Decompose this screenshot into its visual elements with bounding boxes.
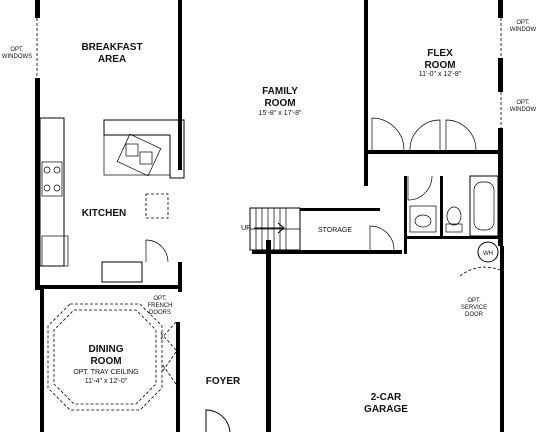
breakfast-label-2: AREA xyxy=(98,54,126,65)
kitchen-fixtures xyxy=(39,117,185,283)
opt-service-door-3: DOOR xyxy=(465,312,484,318)
flex-french-doors xyxy=(371,117,477,151)
optional-windows xyxy=(36,18,502,128)
front-door-swing xyxy=(205,409,231,432)
walls xyxy=(35,0,504,432)
stairs xyxy=(249,207,301,251)
opt-service-door-2: SERVICE xyxy=(461,305,487,311)
dining-dims: 11'-4" x 12'-0" xyxy=(85,378,128,385)
garage-label-1: 2-CAR xyxy=(371,392,402,403)
bath-fixtures xyxy=(407,175,499,237)
opt-window-mid-right-2: WINDOW xyxy=(510,107,537,113)
stair-up-label: UP xyxy=(241,225,251,232)
flex-label-2: ROOM xyxy=(424,60,455,71)
garage-label-2: GARAGE xyxy=(364,404,408,415)
opt-french-doors-3: DOORS xyxy=(149,310,171,316)
opt-windows-left-2: WINDOWS xyxy=(2,54,32,60)
opt-window-mid-right-1: OPT. xyxy=(516,100,530,106)
storage-door xyxy=(369,225,395,251)
family-dims: 15'-8" x 17'-8" xyxy=(258,110,302,117)
opt-french-doors-dining xyxy=(159,321,177,385)
opt-service-door-1: OPT. xyxy=(467,298,481,304)
kitchen-label: KITCHEN xyxy=(82,208,126,219)
family-label-1: FAMILY xyxy=(262,86,298,97)
foyer-label: FOYER xyxy=(206,376,241,387)
water-heater-label: WH xyxy=(483,251,493,257)
opt-window-top-right-1: OPT. xyxy=(516,20,530,26)
family-label-2: ROOM xyxy=(264,98,295,109)
storage-label: STORAGE xyxy=(318,227,352,234)
opt-french-doors-2: FRENCH xyxy=(148,303,173,309)
opt-windows-left-1: OPT. xyxy=(10,47,24,53)
opt-french-doors-1: OPT. xyxy=(153,296,167,302)
service-door-swing xyxy=(459,266,501,277)
opt-window-top-right-2: WINDOW xyxy=(510,27,537,33)
dining-label-2: ROOM xyxy=(90,356,121,367)
breakfast-label-1: BREAKFAST xyxy=(81,42,142,53)
dining-tray-ceiling: OPT. TRAY CEILING xyxy=(73,369,138,376)
tray-ceiling-inner xyxy=(53,309,157,405)
flex-dims: 11'-0" x 12'-8" xyxy=(419,71,462,78)
flex-label-1: FLEX xyxy=(427,48,453,59)
water-heater-icon xyxy=(477,241,499,263)
tray-ceiling-outline xyxy=(47,303,163,411)
dining-label-1: DINING xyxy=(89,344,124,355)
